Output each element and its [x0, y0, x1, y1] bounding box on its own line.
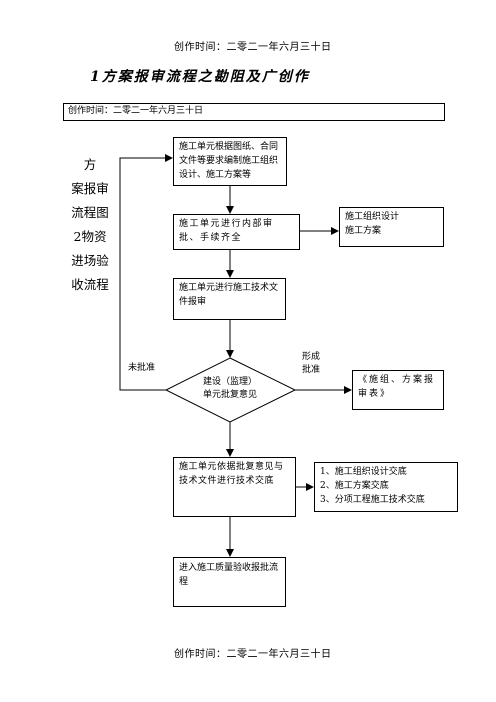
flow-step-compile: 施工单元根据图纸、合同文件等要求编制施工组织设计、施工方案等: [173, 137, 287, 186]
frame-caption: 创作时间：二零二一年六月三十日: [68, 106, 204, 116]
page-footer: 创作时间：二零二一年六月三十日: [174, 649, 332, 660]
decision-text: 建设（监理） 单元批复意见: [190, 376, 270, 402]
flow-side-plans: 施工组织设计 施工方案: [339, 207, 444, 247]
approved-label: 形成 批准: [302, 351, 320, 377]
side-vertical-text: 方 案报审 流程图 2物资 进场验 收流程: [64, 153, 116, 297]
page-header: 创作时间：二零二一年六月三十日: [174, 42, 332, 53]
decision-line: 单元批复意见: [202, 390, 257, 400]
decision-line: 建设（监理）: [202, 377, 257, 387]
side-text-line: 流程图: [71, 205, 109, 220]
side-text-line: 方: [83, 157, 97, 172]
side-text-line: 进场验: [71, 253, 109, 268]
side-text-line: 收流程: [71, 277, 109, 292]
disclosure-item: 2、施工方案交底: [320, 481, 389, 491]
document-title: 1方案报审流程之勘阻及广创作: [90, 69, 310, 85]
flow-step-disclosure: 施工单元依据批复意见与技术文件进行技术交底: [173, 457, 296, 517]
flow-step-internal-approval: 施工单元进行内部审批、手续齐全: [173, 214, 300, 250]
approved-line: 批准: [302, 365, 321, 375]
side-plan-item: 施工方案: [345, 226, 382, 236]
arrow-rejected-loop: [119, 154, 173, 391]
flow-side-disclosures: 1、施工组织设计交底 2、施工方案交底 3、分项工程施工技术交底: [314, 462, 458, 512]
disclosure-item: 3、分项工程施工技术交底: [320, 495, 425, 505]
approved-line: 形成: [302, 352, 321, 362]
disclosure-item: 1、施工组织设计交底: [320, 467, 407, 477]
side-plan-item: 施工组织设计: [345, 212, 400, 222]
side-text-line: 2物资: [73, 229, 107, 244]
flow-side-report-form: 《施组、方案报审表》: [352, 370, 444, 410]
content-frame: 创作时间：二零二一年六月三十日: [63, 103, 445, 121]
rejected-label: 未批准: [128, 363, 156, 373]
flow-step-quality-acceptance: 进入施工质量验收报批流程: [173, 557, 286, 607]
side-text-line: 案报审: [71, 181, 109, 196]
flow-step-submit: 施工单元进行施工技术文件报审: [173, 278, 286, 320]
